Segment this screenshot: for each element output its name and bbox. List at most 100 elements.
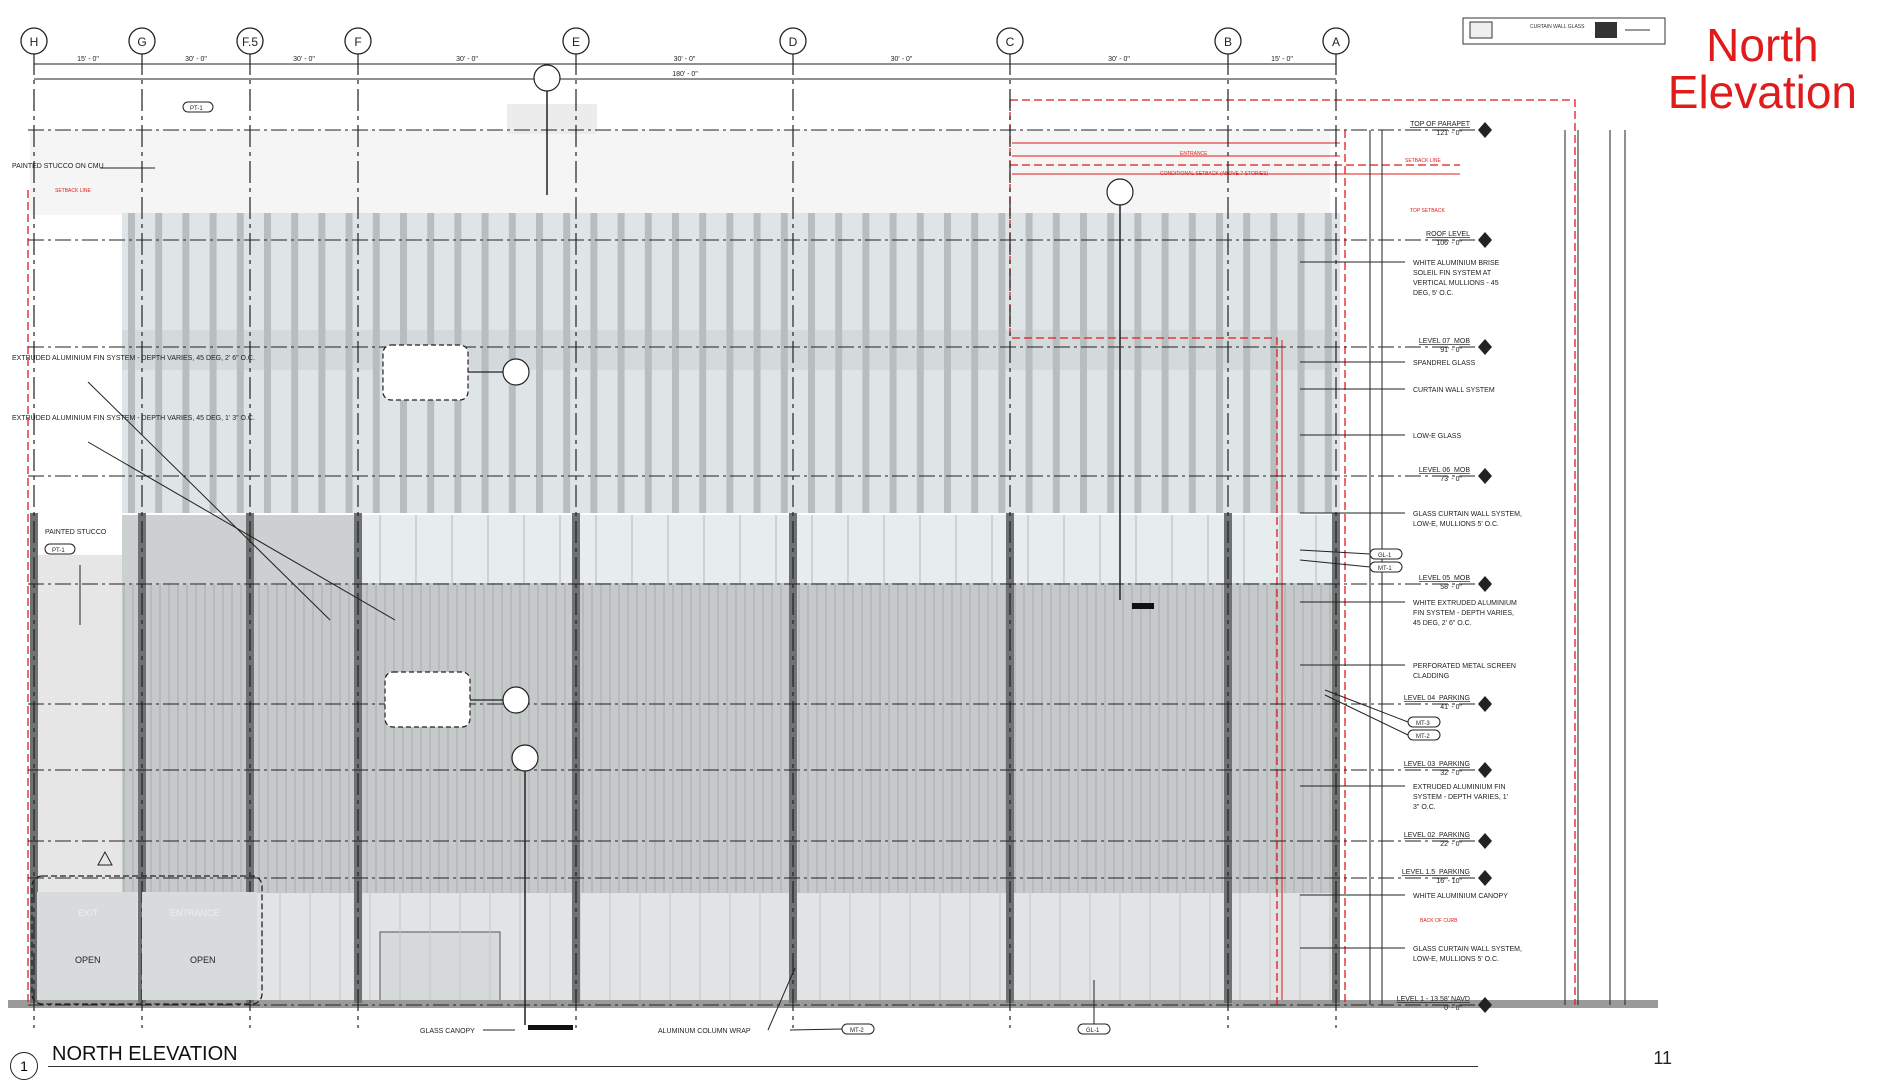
slide-title-line1: North xyxy=(1706,19,1819,71)
grid-dimension: 30' - 0" xyxy=(293,56,315,63)
grid-dimension: 30' - 0" xyxy=(674,56,696,63)
note-painted-stucco-cmu: PAINTED STUCCO ON CMU xyxy=(12,163,104,170)
note-painted-stucco: PAINTED STUCCO xyxy=(45,529,107,536)
level-elevation: 16' - 10" xyxy=(1436,878,1462,885)
right-note-line: LOW-E, MULLIONS 5' O.C. xyxy=(1413,956,1499,963)
material-tags: PT-1 PT-1 GL-1 MT-1 MT-3 MT-2 MT-2 GL-1 xyxy=(44,101,1441,1035)
brise-soleil-fin xyxy=(1080,213,1087,513)
tag-mt2: MT-2 xyxy=(1416,734,1430,740)
brise-soleil-fin xyxy=(971,213,979,513)
setback-label-right: SETBACK LINE xyxy=(1405,158,1442,164)
slide-title-line2: Elevation xyxy=(1667,66,1857,118)
grid-dimension: 30' - 0" xyxy=(1108,56,1130,63)
level-name: LEVEL 05_MOB xyxy=(1419,575,1470,582)
brise-soleil-fin xyxy=(236,213,244,513)
grid-bubble-label: C xyxy=(1006,35,1015,49)
grid-dimension: 15' - 0" xyxy=(1271,56,1293,63)
legend: CURTAIN WALL GLASS xyxy=(1462,17,1666,45)
brise-soleil-fin xyxy=(1107,213,1115,513)
grid-bubble-label: A xyxy=(1332,35,1340,49)
drawing-title: NORTH ELEVATION xyxy=(52,1043,238,1065)
right-note-line: CLADDING xyxy=(1413,673,1449,680)
brise-soleil-fin xyxy=(835,213,843,513)
brise-soleil-fin xyxy=(1134,213,1142,513)
brise-soleil-fin xyxy=(617,213,625,513)
legend-label-glass: CURTAIN WALL GLASS xyxy=(1530,24,1585,30)
right-note-line: PERFORATED METAL SCREEN xyxy=(1413,663,1516,670)
brise-soleil-fin xyxy=(264,213,271,513)
brise-soleil-fin xyxy=(563,213,571,513)
tag-mt3: MT-3 xyxy=(1416,721,1430,727)
right-note-line: VERTICAL MULLIONS - 45 xyxy=(1413,280,1499,287)
right-note-line: WHITE ALUMINIUM CANOPY xyxy=(1413,893,1508,900)
brise-soleil-fin xyxy=(726,213,734,513)
brise-soleil-fin xyxy=(1025,213,1033,513)
brise-soleil-fin xyxy=(780,213,788,513)
brise-soleil-fin xyxy=(944,213,951,513)
right-note: SPANDREL GLASS xyxy=(1413,360,1476,367)
right-note-line: LOW-E GLASS xyxy=(1413,433,1461,440)
brise-soleil-fin xyxy=(699,213,707,513)
level-marker-icon xyxy=(1478,870,1492,886)
note-glass-canopy: GLASS CANOPY xyxy=(420,1028,475,1035)
right-note-line: WHITE EXTRUDED ALUMINIUM xyxy=(1413,600,1517,607)
brise-soleil-fin xyxy=(128,213,135,513)
right-note-line: WHITE ALUMINIUM BRISE xyxy=(1413,260,1500,267)
right-note-line: 3" O.C. xyxy=(1413,804,1436,811)
storefront-open-1: OPEN xyxy=(75,955,101,965)
grid-bubble xyxy=(562,27,590,55)
note-fin-system-1-3: EXTRUDED ALUMINIUM FIN SYSTEM - DEPTH VA… xyxy=(12,415,255,422)
right-note-line: GLASS CURTAIN WALL SYSTEM, xyxy=(1413,946,1522,953)
tag-pt1-left: PT-1 xyxy=(52,548,65,554)
level-marker-icon xyxy=(1478,833,1492,849)
grid-dimension: 30' - 0" xyxy=(891,56,913,63)
brise-soleil-fin xyxy=(318,213,326,513)
setback-lines xyxy=(27,99,1576,1005)
grid-bubble xyxy=(779,27,807,55)
back-of-curb-label: BACK OF CURB xyxy=(1420,918,1458,924)
brise-soleil-fin xyxy=(345,213,353,513)
brise-soleil-fin xyxy=(590,213,598,513)
brise-soleil-fin xyxy=(1052,213,1060,513)
level-marker-icon xyxy=(1478,468,1492,484)
level-name: LEVEL 1 - 13.58' NAVD xyxy=(1397,996,1470,1003)
brise-soleil-fin xyxy=(1216,213,1223,513)
brise-soleil-fin xyxy=(672,213,679,513)
level-name: LEVEL 02_PARKING xyxy=(1404,832,1470,839)
storefront-exit: EXIT xyxy=(78,908,99,918)
right-note-line: LOW-E, MULLIONS 5' O.C. xyxy=(1413,521,1499,528)
grid-bubble-label: H xyxy=(30,35,39,49)
grid-bubble-label: G xyxy=(137,35,146,49)
right-note-line: EXTRUDED ALUMINIUM FIN xyxy=(1413,784,1506,791)
brise-soleil-fin xyxy=(889,213,897,513)
grid-dimension: 30' - 0" xyxy=(185,56,207,63)
right-note-line: GLASS CURTAIN WALL SYSTEM, xyxy=(1413,511,1522,518)
level-marker-icon xyxy=(1478,122,1492,138)
level-elevation: 32' - 0" xyxy=(1440,770,1462,777)
level-name: LEVEL 07_MOB xyxy=(1419,338,1470,345)
drawing-title-rule xyxy=(48,1066,1478,1067)
brise-soleil-fin xyxy=(1161,213,1169,513)
brise-soleil-fin xyxy=(808,213,815,513)
tag-gl1-bottom: GL-1 xyxy=(1086,1028,1100,1034)
setback-label-entrance: ENTRANCE xyxy=(1180,151,1208,157)
tag-mt2-bottom: MT-2 xyxy=(850,1028,864,1034)
right-note: PERFORATED METAL SCREEN CLADDING xyxy=(1413,663,1516,680)
grid-bubble-label: D xyxy=(789,35,798,49)
level-marker-icon xyxy=(1478,339,1492,355)
tag-pt1-top: PT-1 xyxy=(190,106,203,112)
right-note-line: SPANDREL GLASS xyxy=(1413,360,1476,367)
level-elevation: 22' - 0" xyxy=(1440,841,1462,848)
setback-label-left: SETBACK LINE xyxy=(55,188,92,194)
level5-glass-band xyxy=(360,515,1340,583)
slide-title: North Elevation xyxy=(1668,22,1857,116)
brise-soleil-fin xyxy=(1243,213,1251,513)
storefront-open-2: OPEN xyxy=(190,955,216,965)
tag-mt1: MT-1 xyxy=(1378,566,1392,572)
brise-soleil-fins xyxy=(128,213,1332,513)
right-note-line: DEG, 5' O.C. xyxy=(1413,290,1454,297)
